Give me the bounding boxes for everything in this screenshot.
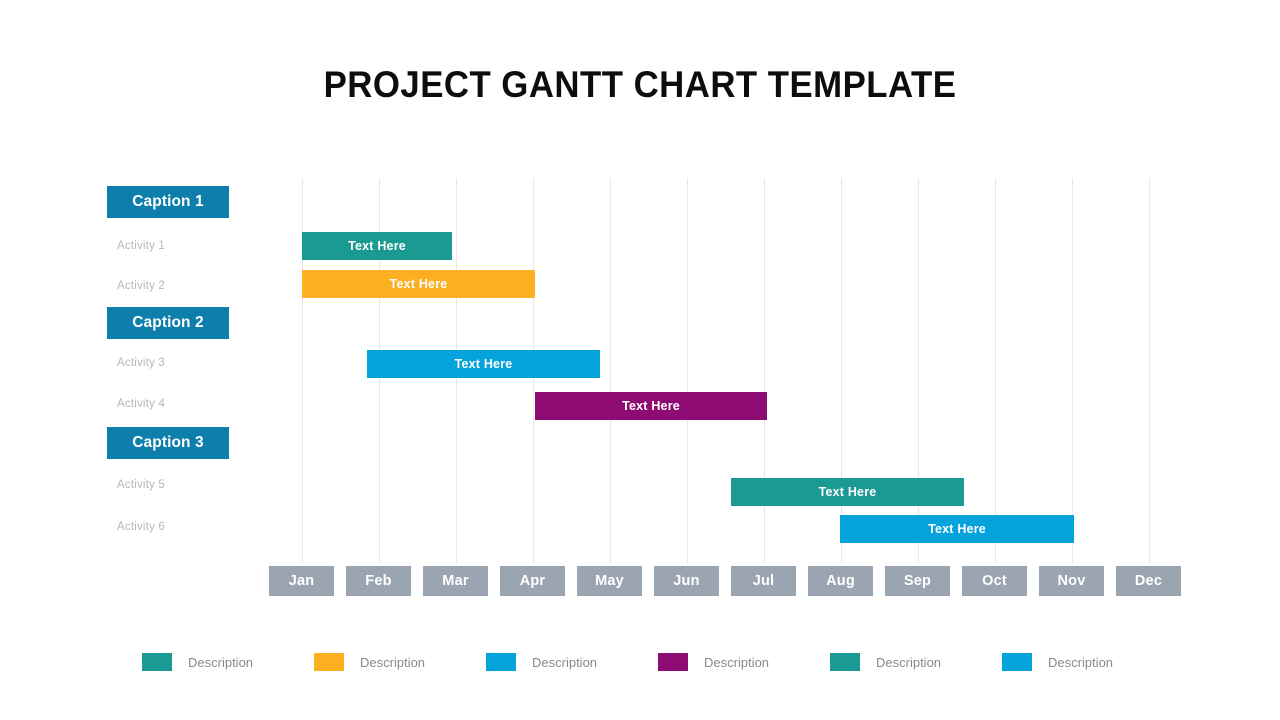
legend-swatch-4	[658, 653, 688, 671]
activity-label-6: Activity 6	[117, 521, 166, 533]
gridline	[610, 178, 611, 563]
gridline	[764, 178, 765, 563]
month-label-oct[interactable]: Oct	[962, 566, 1027, 596]
gridline	[918, 178, 919, 563]
legend-label-5: Description	[876, 654, 942, 670]
task-bar-activity-2[interactable]: Text Here	[302, 270, 535, 298]
legend-label-1: Description	[188, 654, 254, 670]
legend-label-3: Description	[532, 654, 598, 670]
activity-label-3: Activity 3	[117, 357, 166, 369]
legend-item-1[interactable]: Description	[142, 651, 253, 673]
activity-label-4: Activity 4	[117, 398, 166, 410]
task-bar-activity-1[interactable]: Text Here	[302, 232, 452, 260]
gridline	[1149, 178, 1150, 563]
page-title: PROJECT GANTT CHART TEMPLATE	[323, 64, 957, 105]
legend-swatch-6	[1002, 653, 1032, 671]
task-bar-activity-6[interactable]: Text Here	[840, 515, 1074, 543]
task-bar-activity-4[interactable]: Text Here	[535, 392, 767, 420]
month-label-mar[interactable]: Mar	[423, 566, 488, 596]
caption-box-3[interactable]: Caption 3	[107, 427, 229, 459]
chart-legend: Description Description Description Descrip…	[142, 651, 1142, 675]
month-label-apr[interactable]: Apr	[500, 566, 565, 596]
gridline	[841, 178, 842, 563]
month-label-jul[interactable]: Jul	[731, 566, 796, 596]
activity-label-5: Activity 5	[117, 479, 166, 491]
legend-swatch-2	[314, 653, 344, 671]
month-label-dec[interactable]: Dec	[1116, 566, 1181, 596]
gridline	[687, 178, 688, 563]
month-label-feb[interactable]: Feb	[346, 566, 411, 596]
legend-label-4: Description	[704, 654, 770, 670]
caption-box-1[interactable]: Caption 1	[107, 186, 229, 218]
legend-swatch-1	[142, 653, 172, 671]
month-label-may[interactable]: May	[577, 566, 642, 596]
month-label-jun[interactable]: Jun	[654, 566, 719, 596]
task-bar-activity-5[interactable]: Text Here	[731, 478, 964, 506]
legend-item-6[interactable]: Description	[1002, 651, 1113, 673]
gridline	[302, 178, 303, 563]
legend-item-4[interactable]: Description	[658, 651, 769, 673]
month-label-sep[interactable]: Sep	[885, 566, 950, 596]
gridline	[995, 178, 996, 563]
caption-box-2[interactable]: Caption 2	[107, 307, 229, 339]
gridline	[1072, 178, 1073, 563]
legend-swatch-5	[830, 653, 860, 671]
legend-item-3[interactable]: Description	[486, 651, 597, 673]
month-label-jan[interactable]: Jan	[269, 566, 334, 596]
month-label-aug[interactable]: Aug	[808, 566, 873, 596]
legend-swatch-3	[486, 653, 516, 671]
legend-item-5[interactable]: Description	[830, 651, 941, 673]
task-bar-activity-3[interactable]: Text Here	[367, 350, 600, 378]
legend-label-2: Description	[360, 654, 426, 670]
legend-label-6: Description	[1048, 654, 1114, 670]
activity-label-2: Activity 2	[117, 280, 166, 292]
month-label-nov[interactable]: Nov	[1039, 566, 1104, 596]
legend-item-2[interactable]: Description	[314, 651, 425, 673]
activity-label-1: Activity 1	[117, 240, 166, 252]
